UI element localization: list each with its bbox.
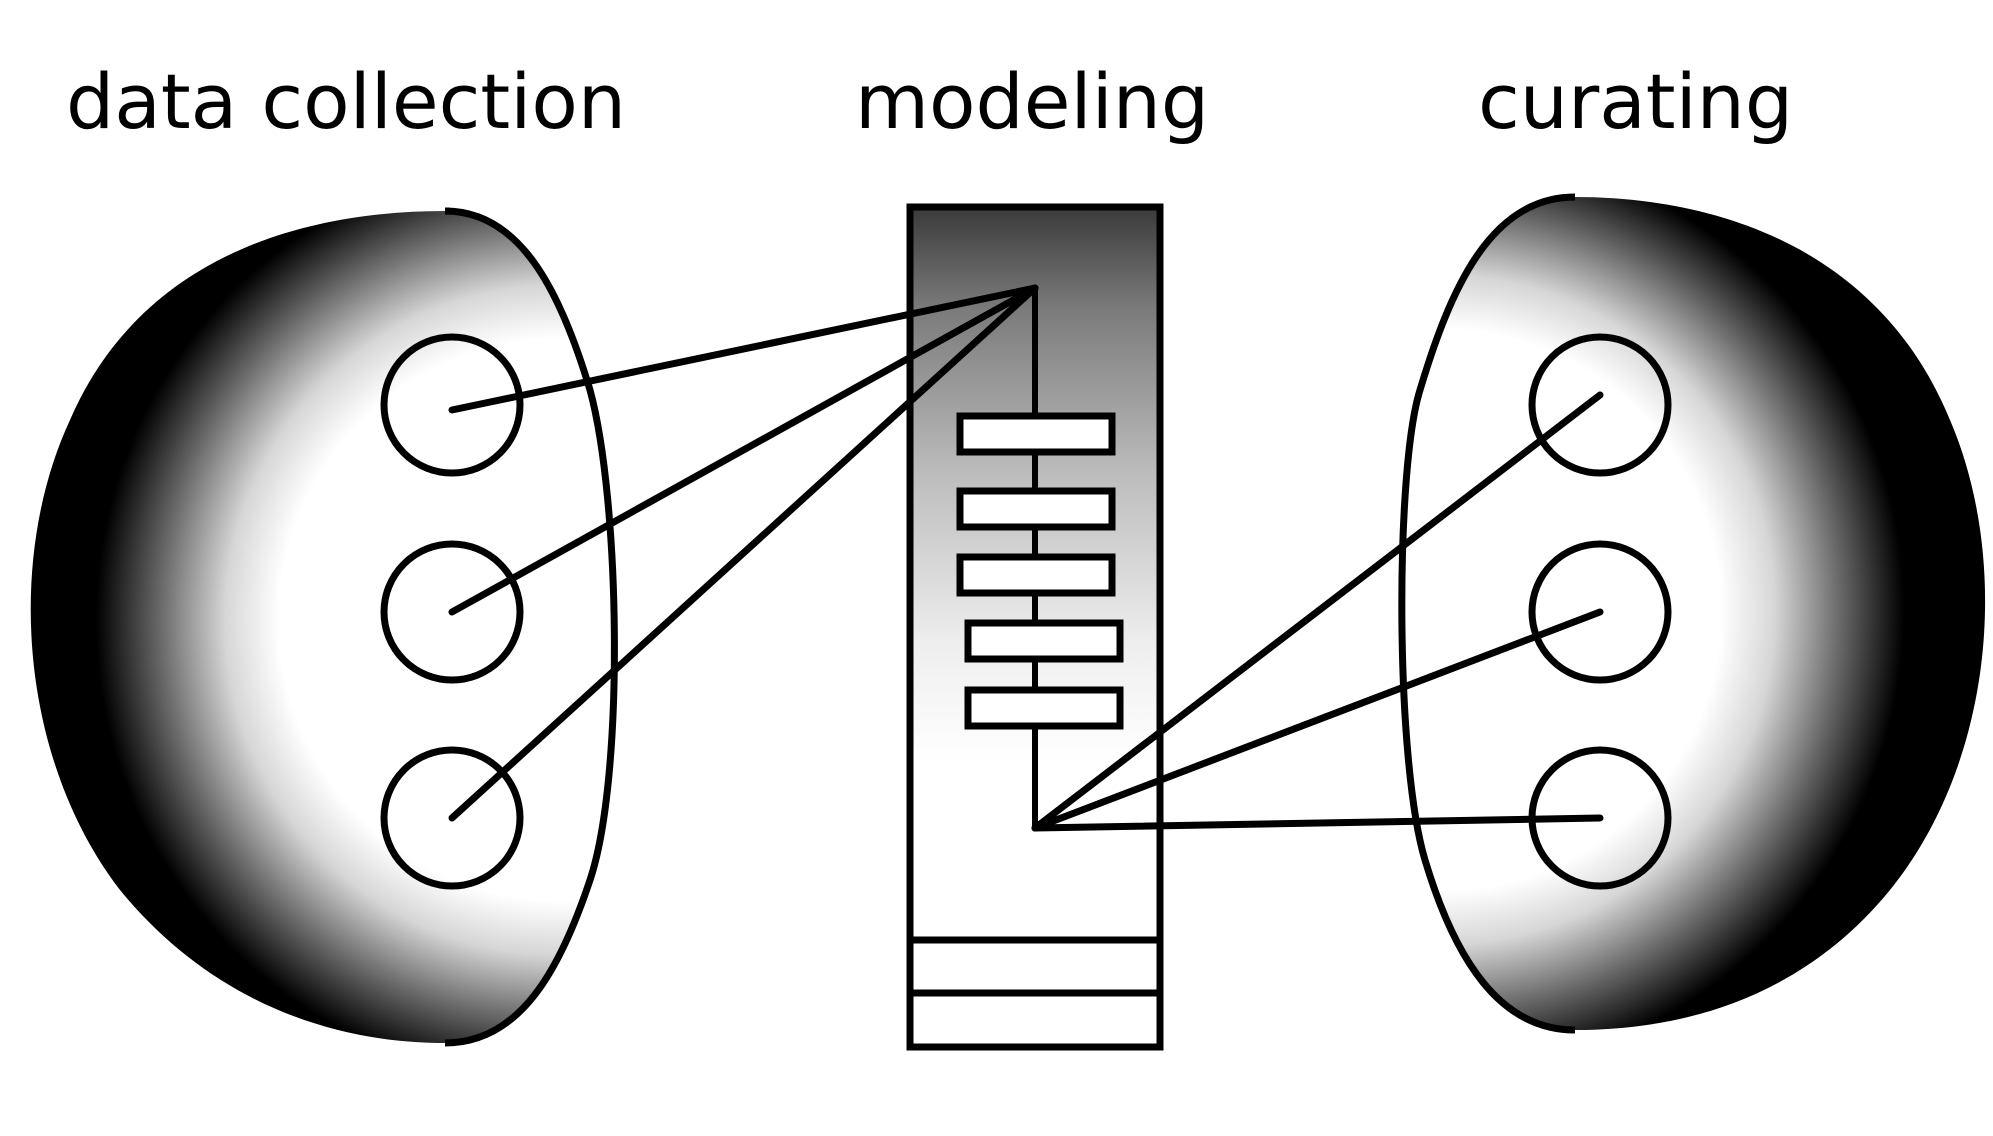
curating-blob <box>1398 193 1986 1034</box>
connector-data-3 <box>448 284 1039 822</box>
connector-curate-2 <box>1031 608 1604 832</box>
model-layer-4 <box>964 619 1124 663</box>
data-node-2 <box>380 540 524 684</box>
data-collection-blob <box>30 207 618 1047</box>
model-layer-2 <box>956 487 1116 531</box>
stage-label-curating: curating <box>1478 57 1793 146</box>
model-layer-3 <box>956 553 1116 597</box>
connector-curate-3 <box>1031 814 1604 832</box>
data-node-3 <box>380 746 524 890</box>
model-layer-1 <box>956 412 1116 456</box>
stage-label-data-collection: data collection <box>66 57 626 146</box>
curate-node-2 <box>1528 540 1672 684</box>
modeling-block <box>906 203 1164 1051</box>
input-connectors <box>448 284 1039 822</box>
connector-curate-1 <box>1031 391 1604 832</box>
curate-node-1 <box>1528 333 1672 477</box>
data-collection-nodes <box>380 333 524 890</box>
output-connectors <box>1031 391 1604 832</box>
model-layer-5 <box>964 686 1124 730</box>
data-node-1 <box>380 333 524 477</box>
connector-data-1 <box>448 284 1039 414</box>
connector-data-2 <box>448 284 1039 616</box>
stage-label-modeling: modeling <box>855 57 1209 146</box>
